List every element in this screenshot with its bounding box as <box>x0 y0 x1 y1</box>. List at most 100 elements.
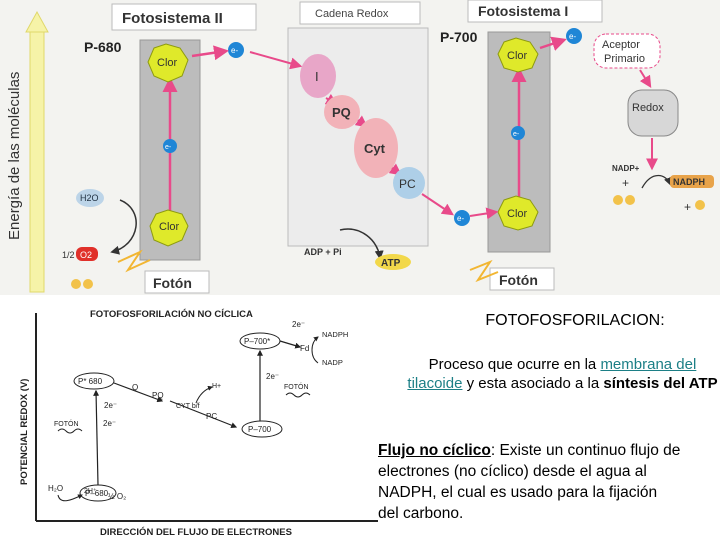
z-2h: 2H⁺ <box>84 488 97 495</box>
h-ion-2 <box>83 279 93 289</box>
ps2-electron-out-label: e- <box>231 46 238 55</box>
acceptor-line1: Aceptor <box>602 39 640 51</box>
z-2e-upper: 2e⁻ <box>266 372 279 381</box>
z-2e-left: 2e⁻ <box>103 419 116 428</box>
z-2e-top: 2e⁻ <box>292 320 305 329</box>
carrier-pq-label: PQ <box>332 105 351 120</box>
energy-axis-label: Energía de las moléculas <box>6 72 23 240</box>
carrier-pc-label: PC <box>399 177 416 191</box>
ps1-electron-in <box>454 210 470 226</box>
foton-label-left: Fotón <box>153 275 192 291</box>
flow-line-1: Flujo no cíclico: Existe un continuo flu… <box>378 440 720 461</box>
h-ion-5 <box>695 200 705 210</box>
atp-synthesis-term: síntesis del ATP <box>603 375 718 392</box>
o2-molecule <box>76 247 98 261</box>
plus-sign: + <box>622 176 629 190</box>
nadph-label: NADPH <box>673 177 705 187</box>
half-label: 1/2 <box>62 250 75 260</box>
adp-label: ADP + Pi <box>304 247 342 257</box>
p700-label: P-700 <box>440 29 478 45</box>
atp-badge <box>375 254 411 270</box>
flow-line-4: del carbono. <box>378 505 464 522</box>
carrier-i <box>300 54 336 98</box>
nadph-badge <box>670 175 714 188</box>
nadp-label: NADP+ <box>612 164 640 173</box>
heading-fotofosforilacion: FOTOFOSFORILACION: <box>485 312 665 329</box>
ps2-clor-bottom <box>149 209 189 247</box>
ps1-clor-bottom <box>497 195 539 231</box>
z-2e-mid: 2e⁻ <box>104 401 117 410</box>
h2o-label: H2O <box>80 193 99 203</box>
o2-label: O2 <box>80 250 92 260</box>
z-p680-label: P–680 <box>85 489 109 498</box>
h2o-molecule <box>76 189 104 207</box>
process-text-b: y esta asociado a la <box>462 375 604 392</box>
carrier-cyt <box>354 118 398 178</box>
z-foton-right: FOTÓN <box>284 382 309 391</box>
ps1-electron-mid <box>511 126 525 140</box>
chain-title-box <box>299 1 421 25</box>
noncyclic-flow-description: Flujo no cíclico: Existe un continuo flu… <box>378 440 720 524</box>
p680-label: P-680 <box>84 39 122 55</box>
z-p680-excited-label: P* 680 <box>78 377 103 386</box>
ps1-clor-top <box>497 37 539 73</box>
foton-box-left <box>144 270 210 294</box>
h-ion-4 <box>625 195 635 205</box>
ps2-clor-top <box>147 43 189 83</box>
flow-line1-text: : Existe un continuo flujo de <box>490 442 681 459</box>
ps2-electron-mid <box>163 139 177 153</box>
flow-term: Flujo no cíclico <box>378 442 491 459</box>
process-description: Proceso que ocurre en la membrana del ti… <box>405 355 720 393</box>
chain-title: Cadena Redox <box>315 8 389 20</box>
ps1-clor-bottom-label: Clor <box>507 208 528 220</box>
redox-label: Redox <box>632 102 664 114</box>
z-half-o2: ½ O₂ <box>108 492 126 501</box>
z-title: FOTOFOSFORILACIÓN NO CÍCLICA <box>90 308 253 320</box>
h-ion-1 <box>71 279 81 289</box>
membrane-term: membrana del tilacoide <box>407 356 697 392</box>
ps1-electron-mid-label: e- <box>513 131 520 138</box>
z-scheme-diagram: FOTOFOSFORILACIÓN NO CÍCLICA POTENCIAL R… <box>19 308 378 538</box>
ps1-electron-in-label: e- <box>457 214 464 223</box>
z-q: Q <box>132 383 138 392</box>
ps2-electron-mid-label: e- <box>165 144 172 151</box>
z-cyt: CYT b/f <box>176 403 200 410</box>
ps1-title: Fotosistema I <box>478 3 568 19</box>
flow-line-3: NADPH, el cual es usado para la fijación <box>378 484 658 501</box>
acceptor-box <box>593 33 661 69</box>
energy-axis-arrow <box>25 10 49 293</box>
energy-diagram: Energía de las moléculas Fotosistema II … <box>0 0 720 295</box>
carrier-pc <box>393 167 425 199</box>
z-p700-excited-label: P–700* <box>244 337 270 346</box>
flow-line-2: electrones (no cíclico) desde el agua al <box>378 463 647 480</box>
ps2-title-box <box>111 3 257 31</box>
foton-label-right: Fotón <box>499 272 538 288</box>
carrier-i-label: I <box>315 69 319 84</box>
h-ion-3 <box>613 195 623 205</box>
z-p700-label: P–700 <box>248 425 272 434</box>
acceptor-line2: Primario <box>604 53 645 65</box>
ps1-electron-out <box>566 28 582 44</box>
process-text-a: Proceso que ocurre en la <box>428 356 601 373</box>
z-nadp: NADP <box>322 358 343 367</box>
z-foton-left: FOTÓN <box>54 419 79 428</box>
ps1-electron-out-label: e- <box>569 32 576 41</box>
ps1-title-box <box>467 0 603 23</box>
ps2-clor-bottom-label: Clor <box>159 221 180 233</box>
carrier-pq <box>324 95 360 129</box>
carrier-cyt-label: Cyt <box>364 141 386 156</box>
z-h-plus: H+ <box>212 383 221 390</box>
plus-sign-2: + <box>684 200 691 214</box>
z-fd: Fd <box>300 344 309 353</box>
ps2-electron-out <box>228 42 244 58</box>
ps1-clor-top-label: Clor <box>507 50 528 62</box>
ps2-title: Fotosistema II <box>122 10 223 27</box>
redox-box <box>627 89 679 137</box>
ps2-clor-top-label: Clor <box>157 57 178 69</box>
z-nadph: NADPH <box>322 330 348 339</box>
z-pq: PQ <box>152 391 164 400</box>
z-h2o: H₂O <box>48 484 63 493</box>
z-x-axis-label: DIRECCIÓN DEL FLUJO DE ELECTRONES <box>100 526 292 538</box>
z-p680-excited <box>73 372 115 390</box>
atp-label: ATP <box>381 258 401 269</box>
